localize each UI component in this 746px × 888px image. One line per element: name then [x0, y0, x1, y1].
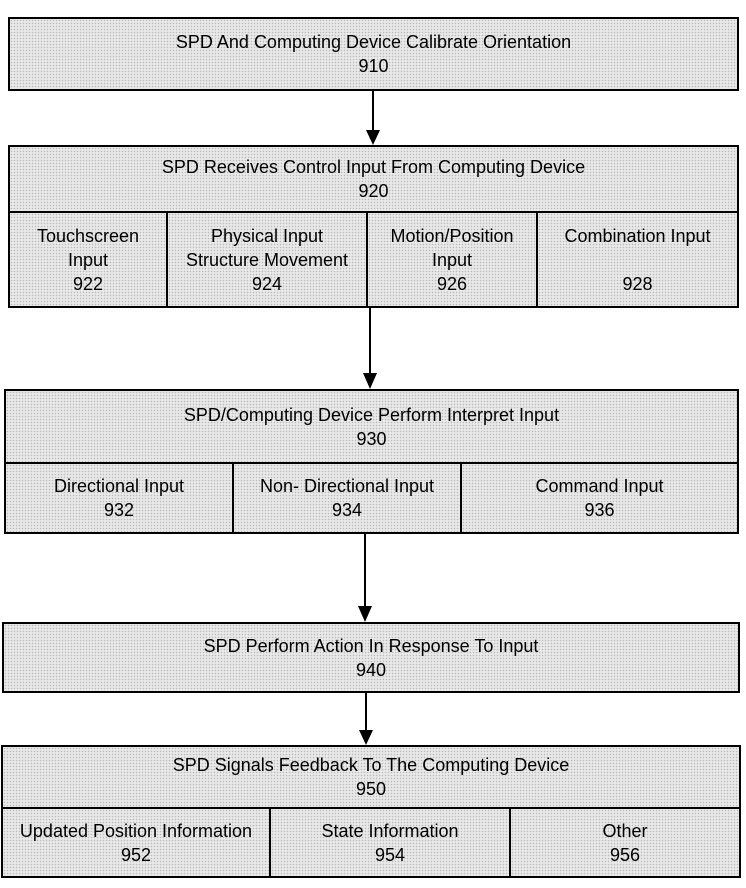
substep-952-line1: Updated Position Information	[19, 820, 253, 841]
substep-926-line1: Motion/Position	[390, 225, 514, 246]
substep-934-box: Non- Directional Input 934	[232, 462, 462, 534]
substep-936-number: 936	[584, 500, 615, 520]
step-950-box: SPD Signals Feedback To The Computing De…	[1, 745, 741, 809]
substep-922-line2: Input	[67, 249, 109, 270]
substep-952-box: Updated Position Information 952	[1, 807, 271, 878]
step-920-number: 920	[358, 181, 389, 201]
substep-956-line1: Other	[602, 820, 648, 841]
step-940-number: 940	[355, 659, 387, 680]
step-910-box: SPD And Computing Device Calibrate Orien…	[8, 17, 739, 91]
substep-952-number: 952	[120, 844, 152, 865]
substep-932-box: Directional Input 932	[4, 462, 234, 534]
substep-956-number: 956	[609, 844, 641, 865]
step-930-title: SPD/Computing Device Perform Interpret I…	[183, 404, 560, 425]
substep-926-line2: Input	[431, 249, 473, 270]
step-940-title: SPD Perform Action In Response To Input	[203, 635, 539, 656]
substep-934-line1: Non- Directional Input	[259, 476, 435, 496]
substep-954-box: State Information 954	[269, 807, 511, 878]
substep-936-line1: Command Input	[535, 476, 664, 496]
substep-954-line1: State Information	[321, 820, 459, 841]
substep-922-line1: Touchscreen	[36, 225, 140, 246]
substep-924-line1: Physical Input	[210, 225, 324, 246]
substep-924-box: Physical Input Structure Movement 924	[166, 211, 368, 308]
substep-922-box: Touchscreen Input 922	[8, 211, 168, 308]
substep-924-line2: Structure Movement	[185, 249, 349, 270]
substep-924-number: 924	[251, 273, 283, 294]
substep-922-number: 922	[72, 273, 104, 294]
step-920-box: SPD Receives Control Input From Computin…	[8, 145, 739, 213]
step-910-number: 910	[358, 56, 389, 76]
arrow-930-940	[358, 533, 372, 622]
substep-934-number: 934	[331, 500, 363, 520]
step-950-title: SPD Signals Feedback To The Computing De…	[172, 755, 570, 775]
substep-928-number: 928	[622, 273, 653, 294]
arrow-940-950	[359, 692, 373, 745]
step-950-number: 950	[355, 779, 387, 799]
substep-936-box: Command Input 936	[460, 462, 739, 534]
substep-926-box: Motion/Position Input 926	[366, 211, 538, 308]
substep-928-line1: Combination Input	[564, 225, 711, 246]
step-910-title: SPD And Computing Device Calibrate Orien…	[175, 32, 572, 52]
arrow-910-920	[366, 90, 380, 145]
substep-956-box: Other 956	[509, 807, 741, 878]
step-930-box: SPD/Computing Device Perform Interpret I…	[4, 389, 739, 464]
substep-954-number: 954	[374, 844, 406, 865]
substep-932-number: 932	[103, 500, 135, 520]
step-920-title: SPD Receives Control Input From Computin…	[161, 157, 586, 177]
step-940-box: SPD Perform Action In Response To Input …	[2, 622, 740, 693]
substep-928-box: Combination Input 928	[536, 211, 739, 308]
arrow-920-930	[363, 307, 377, 389]
substep-926-number: 926	[436, 273, 468, 294]
substep-932-line1: Directional Input	[53, 476, 185, 496]
step-930-number: 930	[356, 428, 387, 449]
